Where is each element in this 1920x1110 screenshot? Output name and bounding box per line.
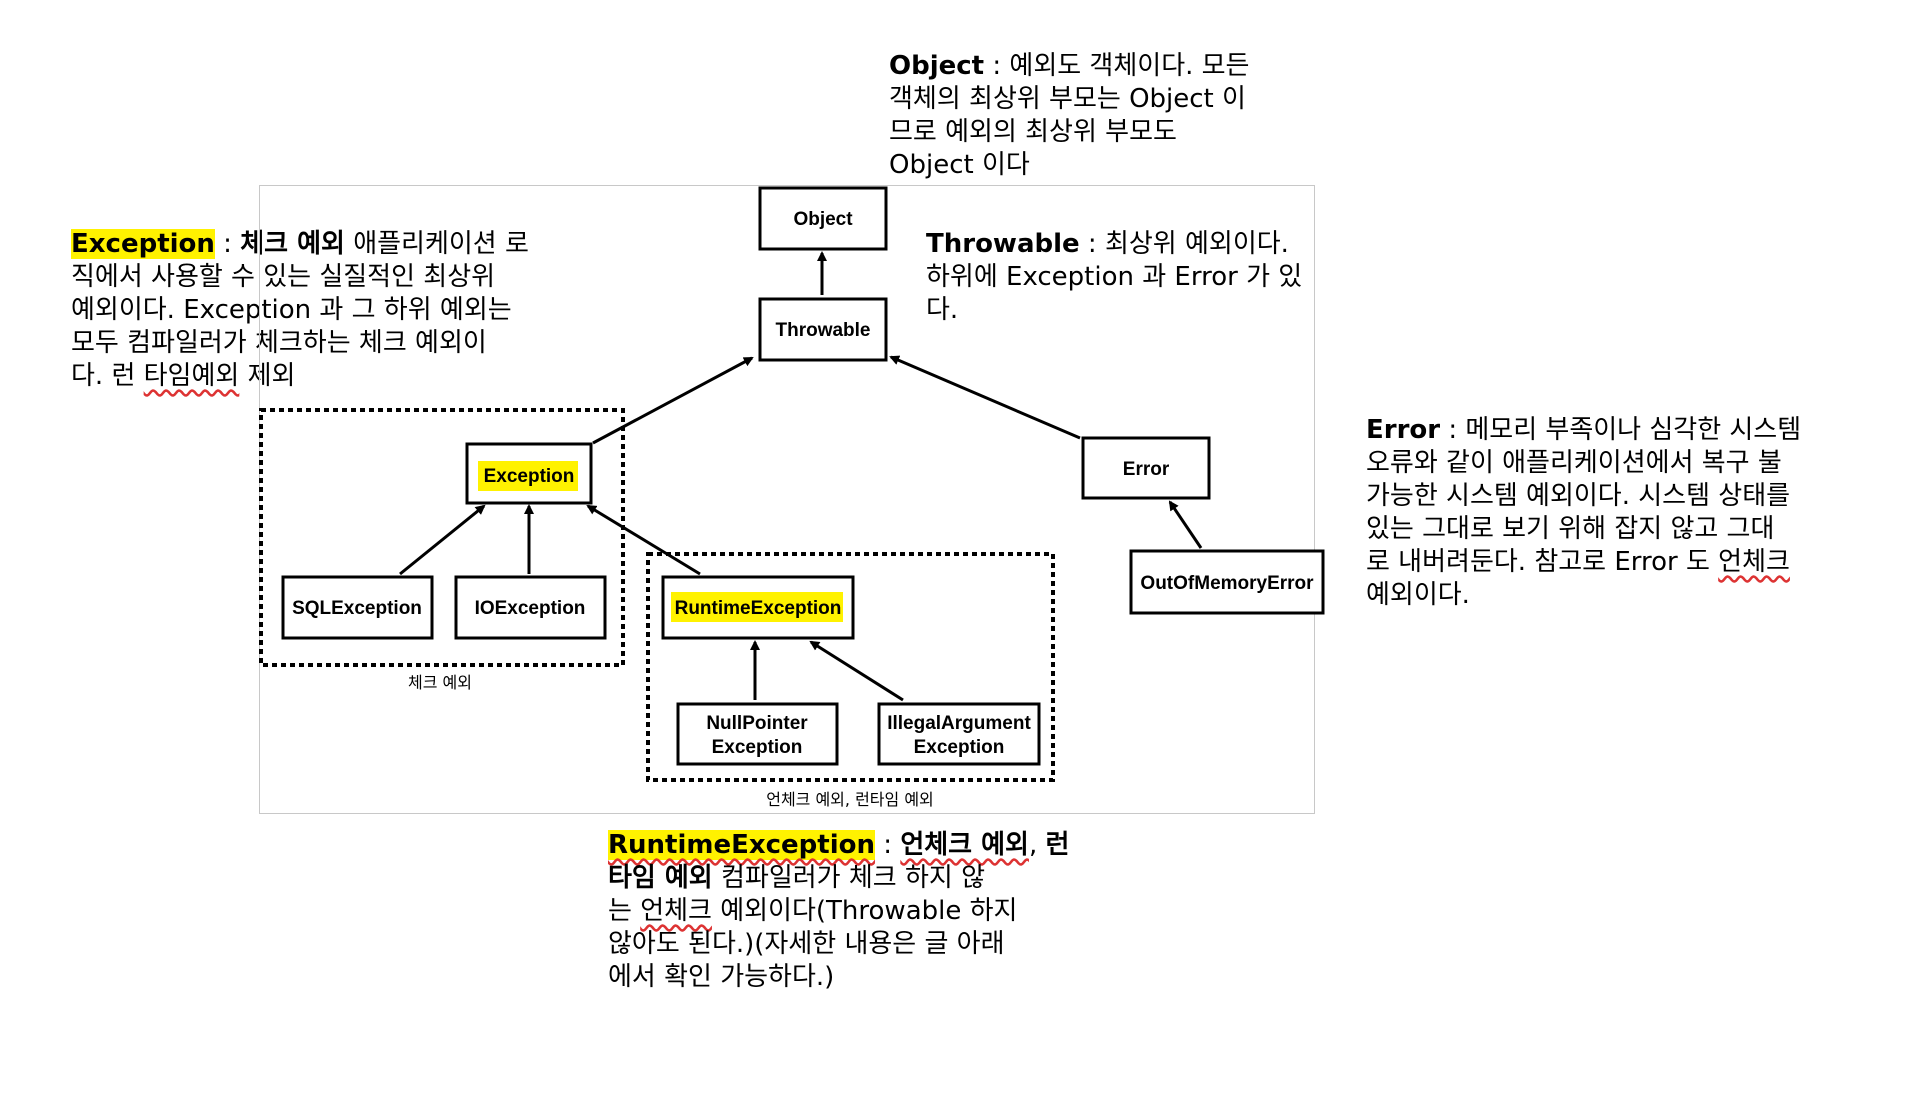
error-sep: : <box>1440 415 1466 445</box>
node-nullpointerexception <box>676 702 839 766</box>
exception-note: Exception : 체크 예외 애플리케이션 로 직에서 사용할 수 있는 … <box>71 228 529 393</box>
object-line-2: 객체의 최상위 부모는 Object 이 <box>889 84 1246 114</box>
exception-line-3: 예외이다. Exception 과 그 하위 예외는 <box>71 295 512 325</box>
exception-line-2: 직에서 사용할 수 있는 실질적인 최상위 <box>71 262 496 292</box>
object-line-3: 므로 예외의 최상위 부모도 <box>889 117 1177 147</box>
node-ioexception-label: IOException <box>475 598 586 619</box>
edge-exception-throwable <box>592 356 754 445</box>
runtime-bold-2b: 타임 예외 <box>608 863 713 893</box>
error-term: Error <box>1366 415 1441 445</box>
object-line-4: Object 이다 <box>889 150 1030 180</box>
runtime-bold-2a: 런 <box>1045 830 1070 860</box>
node-runtimeexception-label: RuntimeException <box>675 598 842 619</box>
node-exception-label: Exception <box>484 466 575 487</box>
node-nullpointer-label-2: Exception <box>712 737 803 758</box>
runtime-bold-1: 언체크 예외 <box>900 830 1029 860</box>
unchecked-group-box <box>646 552 1055 782</box>
node-outofmemoryerror-label: OutOfMemoryError <box>1140 573 1314 594</box>
runtime-line-2-rest: 컴파일러가 체크 하지 않 <box>712 863 985 893</box>
exception-bold: 체크 예외 <box>240 229 345 259</box>
exception-last-post: 제외 <box>239 361 296 391</box>
runtime-line-4: 않아도 된다.)(자세한 내용은 글 아래 <box>608 929 1005 959</box>
checked-group-label: 체크 예외 <box>408 673 472 692</box>
edge-runtime-exception <box>586 504 701 576</box>
runtime-line-3-pre: 는 <box>608 896 641 926</box>
exception-line-4: 모두 컴파일러가 체크하는 체크 예외이 <box>71 328 487 358</box>
throwable-line-1: 최상위 예외이다. <box>1104 229 1289 259</box>
throwable-line-2: 하위에 Exception 과 Error 가 있 <box>926 262 1303 292</box>
runtime-term: RuntimeException <box>608 830 876 860</box>
throwable-sep: : <box>1079 229 1105 259</box>
exception-line-1-rest: 애플리케이션 로 <box>344 229 529 259</box>
node-throwable <box>758 297 888 362</box>
edge-sql-exception <box>399 504 486 576</box>
object-note: Object : 예외도 객체이다. 모든 객체의 최상위 부모는 Object… <box>889 50 1249 182</box>
node-error <box>1081 436 1211 500</box>
runtime-line-5: 에서 확인 가능하다.) <box>608 962 835 992</box>
throwable-line-3: 다. <box>926 295 959 325</box>
node-outofmemoryerror <box>1129 549 1325 615</box>
error-line-5-squiggle: 언체크 <box>1718 547 1790 577</box>
node-sqlexception <box>281 575 434 640</box>
node-illegalargumentexception <box>877 702 1041 766</box>
runtime-line-3-squiggle: 언체크 <box>640 896 712 926</box>
node-illegalargument-label-1: IllegalArgument <box>887 713 1031 734</box>
edge-oom-error <box>1168 500 1203 549</box>
object-term: Object <box>889 51 985 81</box>
error-line-3: 가능한 시스템 예외이다. 시스템 상태를 <box>1366 481 1791 511</box>
runtime-note: RuntimeException : 언체크 예외, 런 타임 예외 컴파일러가… <box>608 829 1069 994</box>
node-throwable-label: Throwable <box>775 320 870 341</box>
node-exception-highlight <box>478 461 578 491</box>
node-error-label: Error <box>1123 459 1170 480</box>
runtime-sep: : <box>875 830 901 860</box>
throwable-note: Throwable : 최상위 예외이다. 하위에 Exception 과 Er… <box>926 228 1302 327</box>
error-line-1-rest: 메모리 부족이나 심각한 시스템 <box>1465 415 1802 445</box>
exception-last-pre: 다. 런 <box>71 361 144 391</box>
node-object <box>758 186 888 251</box>
error-line-4: 있는 그대로 보기 위해 잡지 않고 그대 <box>1366 514 1775 544</box>
throwable-term: Throwable <box>926 229 1080 259</box>
edge-error-throwable <box>889 355 1081 440</box>
error-note: Error : 메모리 부족이나 심각한 시스템 오류와 같이 애플리케이션에서… <box>1366 414 1801 612</box>
node-object-label: Object <box>793 209 853 230</box>
exception-last-squiggle: 타임예외 <box>143 361 240 391</box>
node-sqlexception-label: SQLException <box>292 598 422 619</box>
error-line-6: 예외이다. <box>1366 580 1470 610</box>
error-line-5-pre: 로 내버려둔다. 참고로 Error 도 <box>1366 547 1719 577</box>
runtime-line-3-post: 예외이다(Throwable 하지 <box>711 896 1018 926</box>
error-line-2: 오류와 같이 애플리케이션에서 복구 불 <box>1366 448 1782 478</box>
unchecked-group-label: 언체크 예외, 런타임 예외 <box>766 790 934 809</box>
object-line-1: 예외도 객체이다. 모든 <box>1009 51 1250 81</box>
node-nullpointer-label-1: NullPointer <box>706 713 808 734</box>
checked-group-box <box>259 408 625 667</box>
runtime-comma: , <box>1028 830 1046 860</box>
node-runtimeexception-highlight <box>671 592 843 622</box>
edge-iae-runtime <box>809 640 904 702</box>
object-sep: : <box>984 51 1010 81</box>
node-ioexception <box>454 575 607 640</box>
node-illegalargument-label-2: Exception <box>914 737 1005 758</box>
exception-sep: : <box>214 229 241 259</box>
exception-term: Exception <box>71 229 215 259</box>
